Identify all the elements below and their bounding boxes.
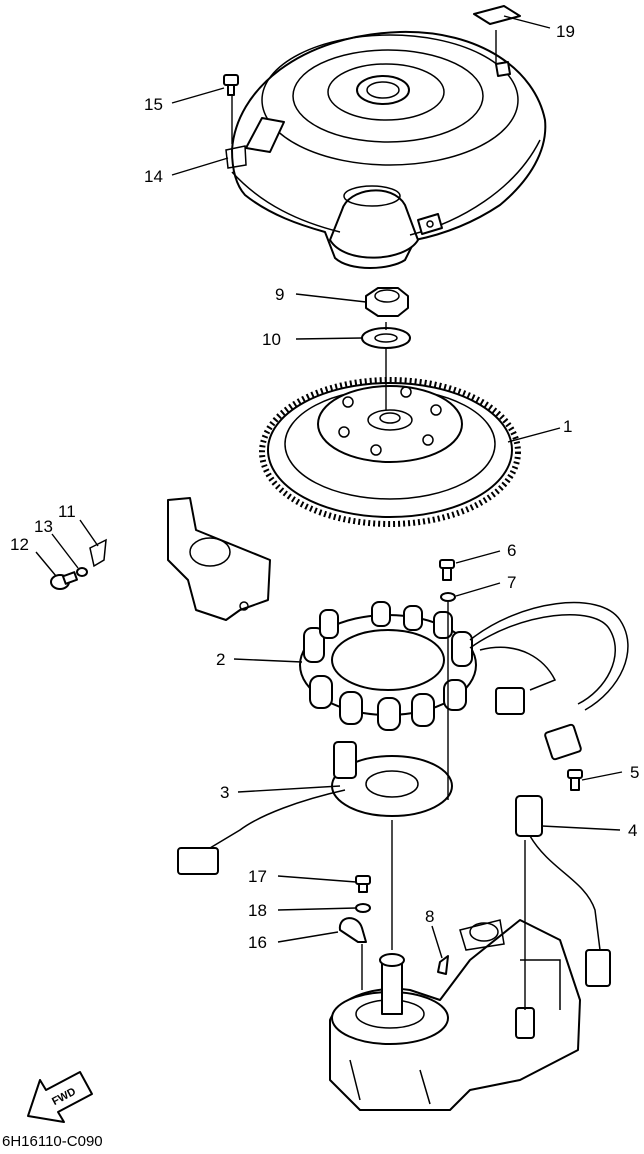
wire-clamp bbox=[338, 917, 367, 943]
callout-17: 17 bbox=[248, 867, 267, 886]
callout-10: 10 bbox=[262, 330, 281, 349]
pulser-coil bbox=[177, 741, 453, 875]
callout-15: 15 bbox=[144, 95, 163, 114]
callout-18: 18 bbox=[248, 901, 267, 920]
callout-3: 3 bbox=[220, 783, 229, 802]
callout-14: 14 bbox=[144, 167, 163, 186]
assembly-axis bbox=[231, 30, 526, 1010]
stator-washer bbox=[440, 592, 456, 602]
callout-1: 1 bbox=[563, 417, 572, 436]
thermo-switch bbox=[515, 795, 611, 987]
fwd-arrow-icon: FWD bbox=[27, 1071, 93, 1123]
callout-19: 19 bbox=[556, 22, 575, 41]
callout-6: 6 bbox=[507, 541, 516, 560]
stator-assembly bbox=[299, 601, 629, 761]
bracket-screw bbox=[50, 571, 79, 590]
cover-bolt bbox=[223, 74, 239, 96]
woodruff-key bbox=[437, 955, 449, 975]
callout-2: 2 bbox=[216, 650, 225, 669]
stator-bolt bbox=[439, 559, 455, 581]
callout-8: 8 bbox=[425, 907, 434, 926]
sensor-bolt bbox=[567, 769, 583, 791]
callout-9: 9 bbox=[275, 285, 284, 304]
label-plate bbox=[473, 5, 521, 25]
flywheel-rotor bbox=[259, 377, 521, 527]
callout-16: 16 bbox=[248, 933, 267, 952]
callout-7: 7 bbox=[507, 573, 516, 592]
callout-4: 4 bbox=[628, 821, 637, 840]
leader-lines bbox=[35, 15, 623, 959]
mounting-bracket bbox=[89, 497, 271, 621]
flywheel-washer bbox=[361, 327, 411, 349]
callout-12: 12 bbox=[10, 535, 29, 554]
flywheel-cover bbox=[225, 30, 547, 269]
bracket-washer bbox=[76, 567, 88, 577]
clamp-washer bbox=[355, 903, 371, 913]
flywheel-nut bbox=[365, 287, 409, 317]
drawing-code: 6H16110-C090 bbox=[2, 1133, 103, 1149]
callout-13: 13 bbox=[34, 517, 53, 536]
clamp-bolt bbox=[355, 875, 371, 893]
callout-labels: 19 15 14 9 10 1 11 13 12 6 7 2 3 5 4 17 … bbox=[10, 22, 639, 952]
callout-5: 5 bbox=[630, 763, 639, 782]
callout-11: 11 bbox=[58, 502, 76, 521]
crankcase-base bbox=[329, 919, 581, 1111]
